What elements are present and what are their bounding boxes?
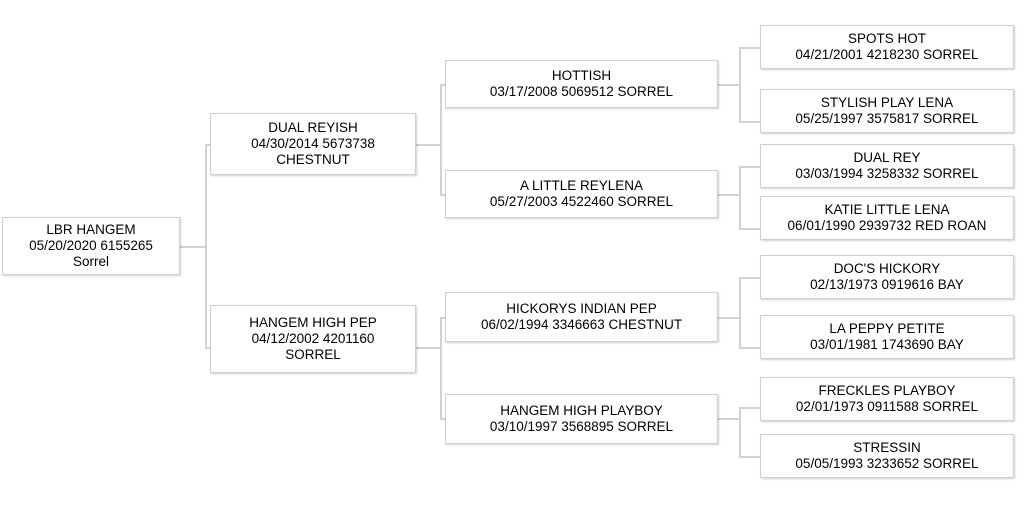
node-name: HICKORYS INDIAN PEP xyxy=(506,301,657,316)
connector-gen4-1-stub xyxy=(739,47,761,49)
node-name: LA PEPPY PETITE xyxy=(829,321,945,336)
connector-gen3-c-out xyxy=(718,317,740,319)
node-name: STRESSIN xyxy=(853,440,921,455)
node-name: DOC'S HICKORY xyxy=(833,261,941,276)
node-details: 03/17/2008 5069512 SORREL xyxy=(489,84,674,99)
connector-gen2-dam-out xyxy=(416,347,441,349)
node-details: 03/10/1997 3568895 SORREL xyxy=(489,419,674,434)
node-details: 02/13/1973 0919616 BAY xyxy=(810,277,964,292)
node-name: HANGEM HIGH PLAYBOY xyxy=(500,403,663,418)
node-color: CHESTNUT xyxy=(276,152,350,167)
connector-gen3-b-out xyxy=(718,194,740,196)
pedigree-node-gen4-1[interactable]: SPOTS HOT 04/21/2001 4218230 SORREL xyxy=(760,25,1014,69)
node-name: A LITTLE REYLENA xyxy=(519,178,644,193)
connector-gen4-2-stub xyxy=(739,121,761,123)
node-details: 05/25/1997 3575817 SORREL xyxy=(795,111,979,126)
connector-gen2-sire-out xyxy=(416,144,441,146)
connector-root-stub xyxy=(180,246,206,248)
node-details: 06/01/1990 2939732 RED ROAN xyxy=(787,218,987,233)
connector-gen3-d-out xyxy=(718,418,740,420)
node-details: 04/12/2002 4201160 xyxy=(251,331,375,346)
node-name: DUAL REYISH xyxy=(268,120,358,135)
connector-gen3-top-spine xyxy=(440,84,442,195)
node-details: 05/20/2020 6155265 xyxy=(29,238,153,253)
pedigree-node-gen4-5[interactable]: DOC'S HICKORY 02/13/1973 0919616 BAY xyxy=(760,255,1014,299)
node-name: HANGEM HIGH PEP xyxy=(249,315,377,330)
node-name: KATIE LITTLE LENA xyxy=(824,202,950,217)
pedigree-node-gen3-d[interactable]: HANGEM HIGH PLAYBOY 03/10/1997 3568895 S… xyxy=(445,394,718,444)
connector-gen4-4-stub xyxy=(739,228,761,230)
pedigree-node-gen4-4[interactable]: KATIE LITTLE LENA 06/01/1990 2939732 RED… xyxy=(760,196,1014,240)
node-details: 04/30/2014 5673738 xyxy=(251,136,375,151)
node-details: 03/01/1981 1743690 BAY xyxy=(810,337,964,352)
node-name: HOTTISH xyxy=(551,68,612,83)
connector-gen4-spine-1 xyxy=(739,47,741,122)
pedigree-node-gen2-sire[interactable]: DUAL REYISH 04/30/2014 5673738 CHESTNUT xyxy=(210,113,416,175)
pedigree-node-gen4-7[interactable]: FRECKLES PLAYBOY 02/01/1973 0911588 SORR… xyxy=(760,377,1014,421)
node-name: DUAL REY xyxy=(853,150,921,165)
node-color: SORREL xyxy=(285,347,341,362)
node-details: 04/21/2001 4218230 SORREL xyxy=(795,47,979,62)
connector-gen4-7-stub xyxy=(739,407,761,409)
connector-gen2-spine xyxy=(205,144,207,348)
node-name: LBR HANGEM xyxy=(46,222,136,237)
connector-gen4-spine-4 xyxy=(739,407,741,457)
node-details: 05/27/2003 4522460 SORREL xyxy=(489,194,674,209)
connector-gen4-6-stub xyxy=(739,347,761,349)
node-name: SPOTS HOT xyxy=(847,31,926,46)
node-details: 02/01/1973 0911588 SORREL xyxy=(795,399,979,414)
node-name: STYLISH PLAY LENA xyxy=(820,95,954,110)
connector-gen4-5-stub xyxy=(739,277,761,279)
node-details: 03/03/1994 3258332 SORREL xyxy=(795,166,979,181)
connector-gen4-3-stub xyxy=(739,166,761,168)
pedigree-node-gen3-b[interactable]: A LITTLE REYLENA 05/27/2003 4522460 SORR… xyxy=(445,170,718,218)
node-name: FRECKLES PLAYBOY xyxy=(818,383,956,398)
connector-gen3-bottom-spine xyxy=(440,317,442,419)
pedigree-node-gen2-dam[interactable]: HANGEM HIGH PEP 04/12/2002 4201160 SORRE… xyxy=(210,305,416,373)
connector-gen4-spine-2 xyxy=(739,166,741,229)
pedigree-node-root[interactable]: LBR HANGEM 05/20/2020 6155265 Sorrel xyxy=(2,217,180,275)
node-color: Sorrel xyxy=(72,254,109,269)
pedigree-node-gen3-c[interactable]: HICKORYS INDIAN PEP 06/02/1994 3346663 C… xyxy=(445,292,718,342)
pedigree-node-gen4-2[interactable]: STYLISH PLAY LENA 05/25/1997 3575817 SOR… xyxy=(760,89,1014,133)
connector-gen4-8-stub xyxy=(739,456,761,458)
node-details: 05/05/1993 3233652 SORREL xyxy=(795,456,979,471)
connector-gen4-spine-3 xyxy=(739,277,741,348)
node-details: 06/02/1994 3346663 CHESTNUT xyxy=(480,317,683,332)
connector-gen3-a-out xyxy=(718,84,740,86)
pedigree-node-gen4-3[interactable]: DUAL REY 03/03/1994 3258332 SORREL xyxy=(760,144,1014,188)
pedigree-node-gen3-a[interactable]: HOTTISH 03/17/2008 5069512 SORREL xyxy=(445,60,718,108)
pedigree-node-gen4-6[interactable]: LA PEPPY PETITE 03/01/1981 1743690 BAY xyxy=(760,315,1014,359)
pedigree-node-gen4-8[interactable]: STRESSIN 05/05/1993 3233652 SORREL xyxy=(760,434,1014,478)
